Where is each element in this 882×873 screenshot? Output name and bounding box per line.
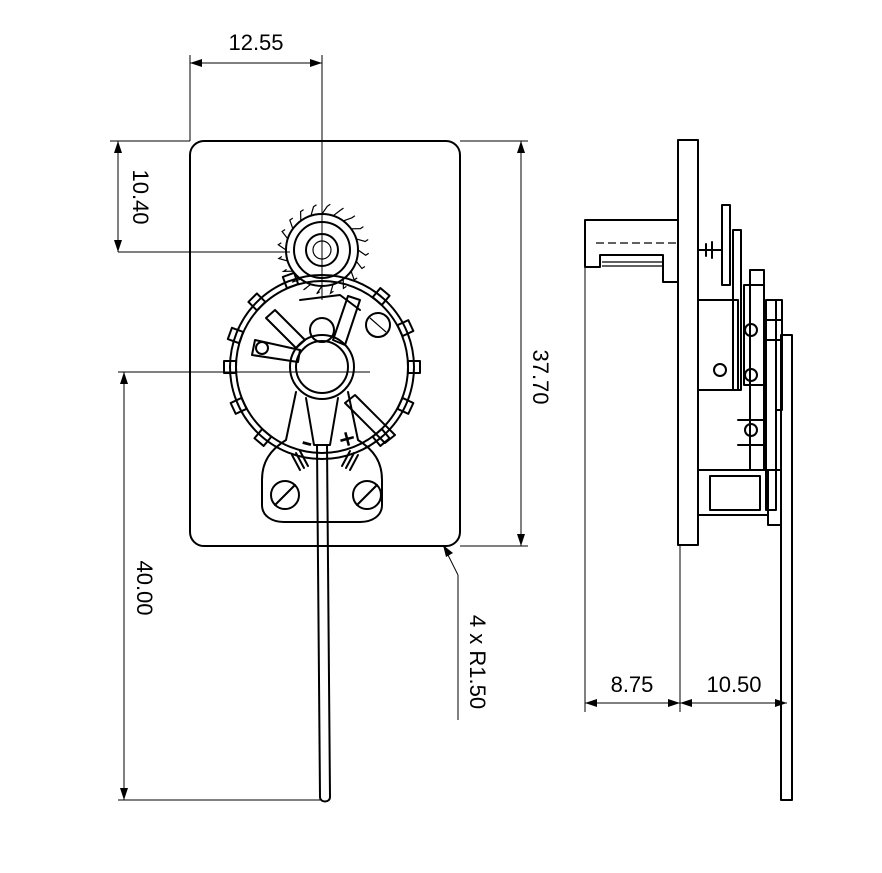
- crown-tooth: [277, 256, 288, 262]
- crown-tooth: [281, 229, 289, 240]
- side-dimensions: 8.75 10.50: [585, 672, 787, 707]
- crown-tooth: [277, 242, 287, 251]
- crown-tooth: [291, 278, 302, 283]
- crown-tooth: [342, 279, 347, 290]
- side-movement: [697, 204, 783, 526]
- crown-tooth: [332, 207, 344, 217]
- dim-side-depth-back: 10.50: [680, 672, 787, 707]
- lever-bridge: [261, 391, 383, 523]
- crown-tooth: [310, 204, 317, 216]
- dim-pin-height-label: 10.40: [128, 169, 153, 224]
- central-hub: [289, 334, 355, 400]
- crown-tooth: [342, 215, 356, 222]
- dim-plate-height-label: 37.70: [528, 349, 553, 404]
- crown-tooth: [355, 260, 366, 270]
- dim-side-depth-back-label: 10.50: [706, 672, 761, 697]
- wheel-tab: [371, 287, 391, 306]
- wheel-tab: [253, 428, 273, 447]
- dim-top-offset: 12.55: [190, 30, 322, 67]
- side-front-plate: [677, 139, 699, 546]
- dim-lever-length-label: 40.00: [132, 560, 157, 615]
- dim-plate-height: 37.70: [460, 140, 553, 547]
- crown-tooth: [281, 268, 293, 273]
- side-view: [584, 139, 793, 801]
- crown-tooth: [351, 226, 364, 230]
- dim-lever-length: 40.00: [118, 372, 320, 801]
- front-view: – +: [118, 55, 461, 803]
- wheel-tab: [247, 292, 267, 312]
- crown-tooth: [316, 285, 323, 295]
- crown-tooth: [357, 249, 370, 257]
- dim-side-depth-front-label: 8.75: [611, 672, 654, 697]
- dim-top-offset-label: 12.55: [228, 30, 283, 55]
- lever-rod: [316, 444, 331, 803]
- dim-pin-height: 10.40: [110, 140, 190, 252]
- wheel-tab: [229, 396, 248, 415]
- side-lever-plate: [780, 334, 793, 801]
- dim-side-depth-front: 8.75: [585, 672, 680, 707]
- wheel-tab: [223, 360, 237, 374]
- crown-tooth: [321, 203, 331, 215]
- side-extension-lines: [584, 267, 681, 712]
- crown-tooth: [356, 238, 369, 243]
- crown-tooth: [329, 284, 334, 295]
- wheel-tab: [396, 396, 415, 415]
- dim-corner-radius: 4 x R1.50: [442, 544, 490, 720]
- crown-tooth: [350, 270, 358, 281]
- crown-tooth: [299, 209, 304, 221]
- dim-corner-radius-label: 4 x R1.50: [465, 615, 490, 709]
- wheel-tab: [281, 271, 300, 290]
- wheel-tab: [407, 360, 421, 374]
- side-knob: [584, 219, 679, 283]
- adjust-markings: – +: [291, 425, 359, 471]
- center-lines: [118, 55, 370, 373]
- wheel-tab: [396, 319, 415, 338]
- crown-tooth: [289, 217, 294, 230]
- front-dimensions: 12.55 10.40 37.70 40.00: [110, 30, 553, 801]
- crown-tooth: [303, 283, 312, 291]
- balance-arms: [251, 294, 396, 444]
- wheel-tab: [226, 326, 245, 345]
- base-plate: [189, 140, 461, 547]
